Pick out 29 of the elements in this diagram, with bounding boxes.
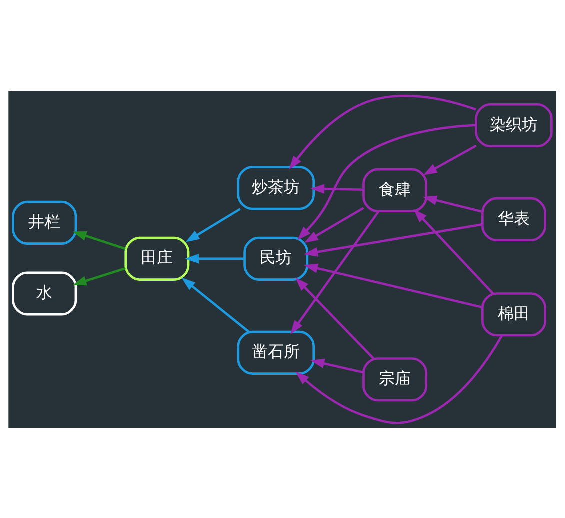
arrow — [289, 94, 476, 170]
arrow — [423, 195, 483, 213]
arrow — [304, 263, 483, 308]
node-box: 棉田 — [482, 292, 546, 336]
arrow — [304, 222, 483, 256]
arrow — [297, 124, 476, 240]
arrow — [290, 210, 380, 334]
arrow — [186, 208, 241, 242]
node-box: 井栏 — [12, 200, 78, 244]
arrow — [296, 334, 504, 424]
arrow — [72, 230, 126, 250]
arrow — [310, 358, 364, 374]
arrow — [414, 208, 494, 294]
node-box: 染织坊 — [475, 102, 553, 148]
arrow — [72, 266, 126, 286]
node-box: 炒茶坊 — [237, 166, 315, 210]
arrow — [310, 184, 364, 194]
node-box: 水 — [12, 271, 78, 316]
node-box: 民坊 — [244, 236, 309, 280]
node-box: 华表 — [482, 196, 546, 242]
node-box: 宗庙 — [362, 357, 428, 402]
arrow — [304, 206, 364, 242]
node-box: 田庄 — [124, 236, 190, 280]
arrow — [423, 144, 477, 175]
arrow — [295, 277, 374, 359]
node-box: 食肆 — [362, 168, 428, 212]
node-box: 凿石所 — [237, 330, 315, 374]
arrow — [185, 254, 245, 264]
arrow — [182, 277, 250, 332]
